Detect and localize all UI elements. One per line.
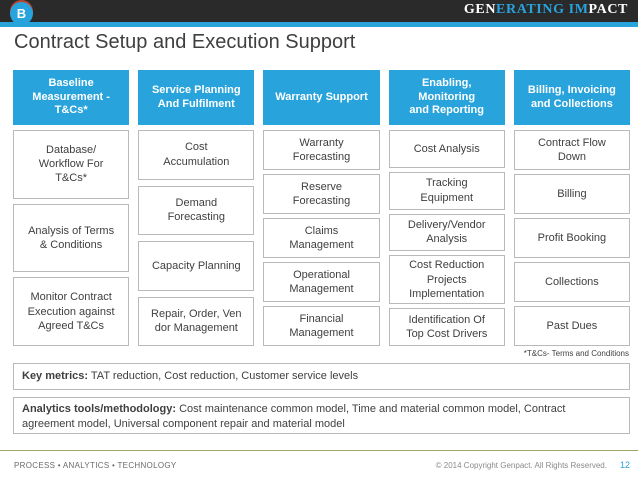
top-bar — [0, 0, 638, 22]
logo-part-3: PACT — [588, 2, 628, 17]
process-columns: Baseline Measurement - T&Cs* Database/ W… — [13, 70, 631, 347]
column-header: Enabling, Monitoring and Reporting — [388, 70, 505, 125]
column-baseline-measurement: Baseline Measurement - T&Cs* Database/ W… — [13, 70, 130, 347]
process-box: Warranty Forecasting — [263, 130, 380, 170]
column-body: Database/ Workflow For T&Cs*Analysis of … — [13, 130, 130, 347]
process-box: Database/ Workflow For T&Cs* — [13, 130, 130, 199]
key-metrics-text: TAT reduction, Cost reduction, Customer … — [88, 370, 359, 383]
footer-divider — [0, 450, 638, 451]
process-box: Monitor Contract Execution against Agree… — [13, 277, 130, 347]
logo-part-1: GEN — [463, 2, 497, 17]
column-header: Warranty Support — [263, 70, 380, 125]
page-title: Contract Setup and Execution Support — [14, 31, 356, 53]
process-box: Cost Reduction Projects Implementation — [388, 255, 505, 305]
analytics-box: Analytics tools/methodology: Cost mainte… — [13, 397, 630, 434]
process-box: Billing — [513, 174, 631, 214]
process-box: Demand Forecasting — [138, 185, 255, 235]
process-box: Contract Flow Down — [513, 130, 631, 170]
analytics-label: Analytics tools/methodology: — [22, 403, 177, 415]
key-metrics-box: Key metrics: TAT reduction, Cost reducti… — [13, 363, 630, 390]
column-header: Baseline Measurement - T&Cs* — [13, 70, 130, 125]
copyright-text: © 2014 Copyright Genpact. All Rights Res… — [435, 461, 607, 470]
process-box: Profit Booking — [513, 218, 631, 258]
blue-stripe — [0, 22, 638, 27]
page-number: 12 — [619, 460, 630, 470]
process-box: Repair, Order, Ven dor Management — [138, 296, 255, 346]
column-service-planning: Service Planning And Fulfilment Cost Acc… — [138, 70, 255, 346]
process-box: Collections — [513, 262, 631, 302]
column-header: Billing, Invoicing and Collections — [513, 70, 631, 125]
column-billing-invoicing: Billing, Invoicing and Collections Contr… — [513, 70, 631, 346]
section-badge: B — [10, 2, 33, 25]
process-box: Cost Accumulation — [138, 130, 255, 180]
process-box: Cost Analysis — [388, 130, 505, 168]
process-box: Analysis of Terms & Conditions — [13, 203, 130, 273]
process-box: Capacity Planning — [138, 241, 255, 291]
column-header: Service Planning And Fulfilment — [138, 70, 255, 125]
column-enabling-monitoring: Enabling, Monitoring and Reporting Cost … — [388, 70, 505, 347]
process-box: Identification Of Top Cost Drivers — [388, 308, 505, 347]
key-metrics-label: Key metrics: — [22, 370, 89, 383]
process-box: Delivery/Vendor Analysis — [388, 213, 505, 252]
footer-tagline: PROCESS • ANALYTICS • TECHNOLOGY — [14, 461, 177, 470]
process-box: Operational Management — [263, 262, 380, 302]
process-box: Past Dues — [513, 306, 631, 346]
footer-right: © 2014 Copyright Genpact. All Rights Res… — [436, 460, 630, 470]
process-box: Claims Management — [263, 218, 380, 258]
footnote: *T&Cs- Terms and Conditions — [523, 349, 629, 358]
genpact-logo: GENERATING IMPACT — [464, 2, 628, 18]
process-box: Financial Management — [263, 306, 380, 346]
logo-part-2: ERATING IM — [496, 2, 589, 17]
process-box: Reserve Forecasting — [263, 174, 380, 214]
analytics-text: Cost maintenance common model, Time and … — [22, 403, 566, 430]
process-box: Tracking Equipment — [388, 171, 505, 210]
